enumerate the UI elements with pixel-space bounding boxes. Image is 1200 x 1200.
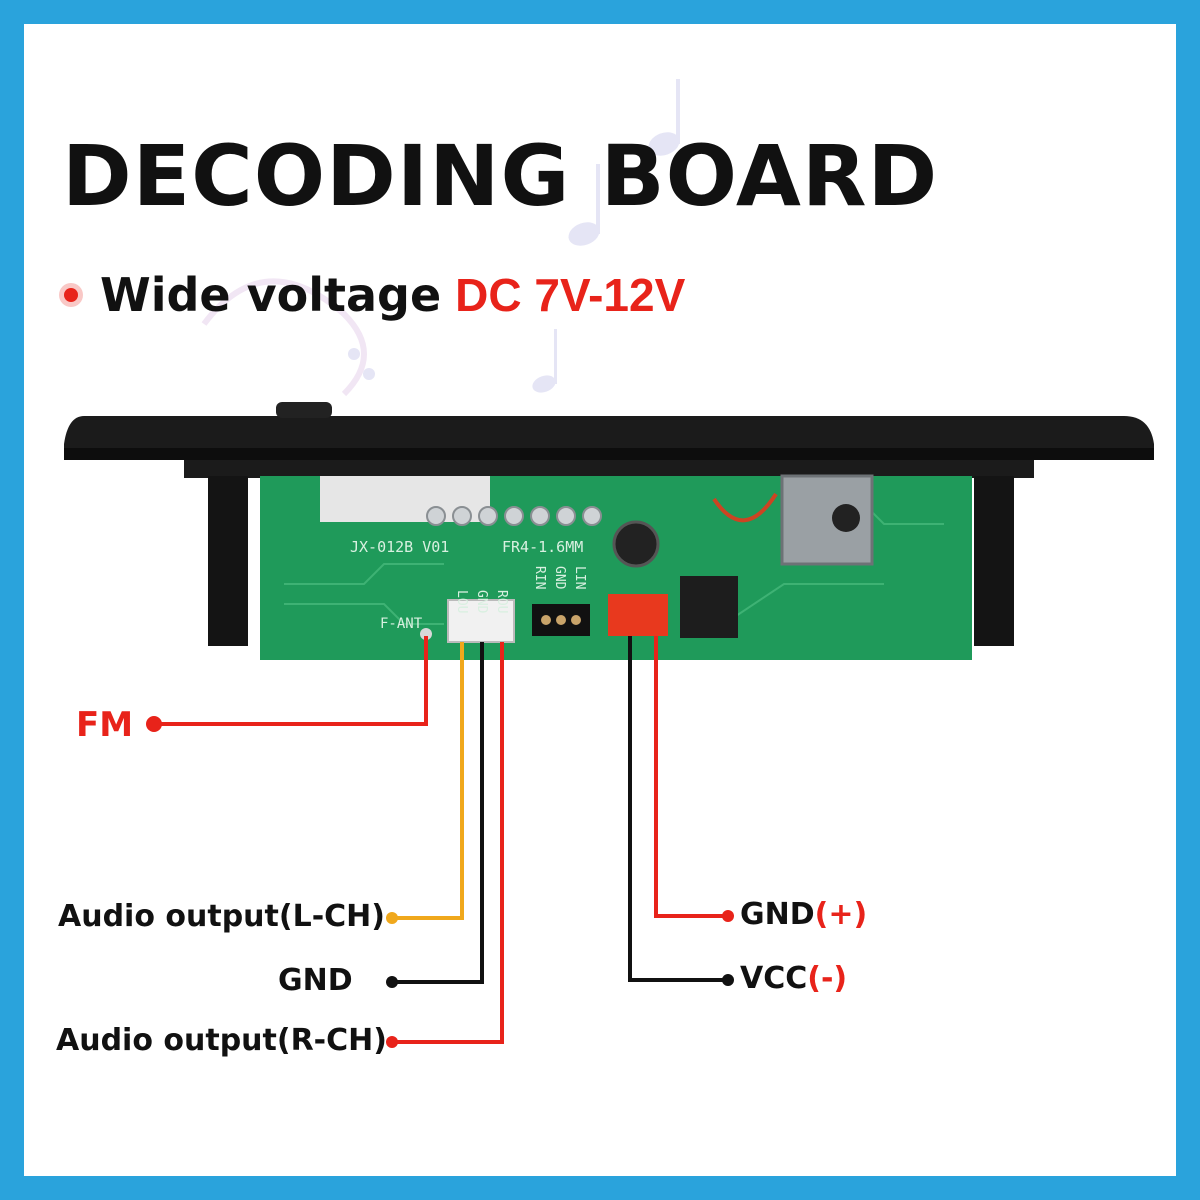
product-image-frame: DECODING BOARD Wide voltage DC 7V-12V [24,24,1176,1176]
page-title: DECODING BOARD [62,127,939,225]
label-audio-output-l: Audio output(L-CH) [58,899,385,934]
silkscreen-pin-rin: RIN [532,566,547,589]
wire-audio-l [392,642,464,920]
silkscreen-pin-rou: ROU [494,590,509,613]
fm-antenna-pad [420,628,432,640]
wire-gnd-plus-dot [722,910,734,922]
wire-fm [154,636,428,726]
standoff-left [208,476,248,646]
label-audio-output-r: Audio output(R-CH) [56,1023,387,1058]
label-gnd-plus-sign: (+) [814,897,868,932]
capacitor [612,520,660,568]
wire-audio-r-dot [386,1036,398,1048]
panel-knob [276,402,332,418]
header-pins [426,506,602,526]
standoff-right [974,476,1014,646]
voltage-range: DC 7V-12V [455,269,686,321]
power-connector [608,594,668,636]
silkscreen-pin-gnd1: GND [474,590,489,614]
silkscreen-pin-gnd2: GND [552,566,567,590]
music-notes-decoration [201,79,680,397]
label-vcc-text: VCC [740,961,808,996]
decoding-board-illustration: JX-012B V01 FR4-1.6MM F-ANT LOU GND ROU … [64,402,1154,1048]
wire-audio-r [392,642,504,1044]
front-panel [64,416,1154,454]
wire-audio-l-dot [386,912,398,924]
label-vcc: VCC(-) [740,964,847,994]
wire-gnd-plus [654,636,728,918]
speaker-icon [832,504,860,532]
label-gnd-plus-text: GND [740,897,815,932]
bullet-dot-icon [64,288,78,302]
voltage-spec: Wide voltage DC 7V-12V [64,272,685,318]
wire-gnd [392,642,484,984]
label-vcc-sign: (-) [807,961,848,996]
ic-chip [680,576,738,638]
label-gnd: GND [278,963,353,998]
silkscreen-pcb: FR4-1.6MM [502,538,583,556]
voltage-prefix: Wide voltage [100,268,442,322]
label-fm: FM [76,705,134,745]
wire-gnd-dot [386,976,398,988]
wire-vcc [628,636,728,982]
wire-vcc-dot [722,974,734,986]
silkscreen-pin-lou: LOU [454,590,469,613]
panel-lip [184,460,1034,478]
silkscreen-model: JX-012B V01 [350,538,449,556]
silkscreen-pin-fant: F-ANT [380,616,423,632]
silkscreen-pin-lin: LIN [572,566,587,589]
label-gnd-plus: GND(+) [740,900,867,930]
wire-fm-dot [146,716,162,732]
